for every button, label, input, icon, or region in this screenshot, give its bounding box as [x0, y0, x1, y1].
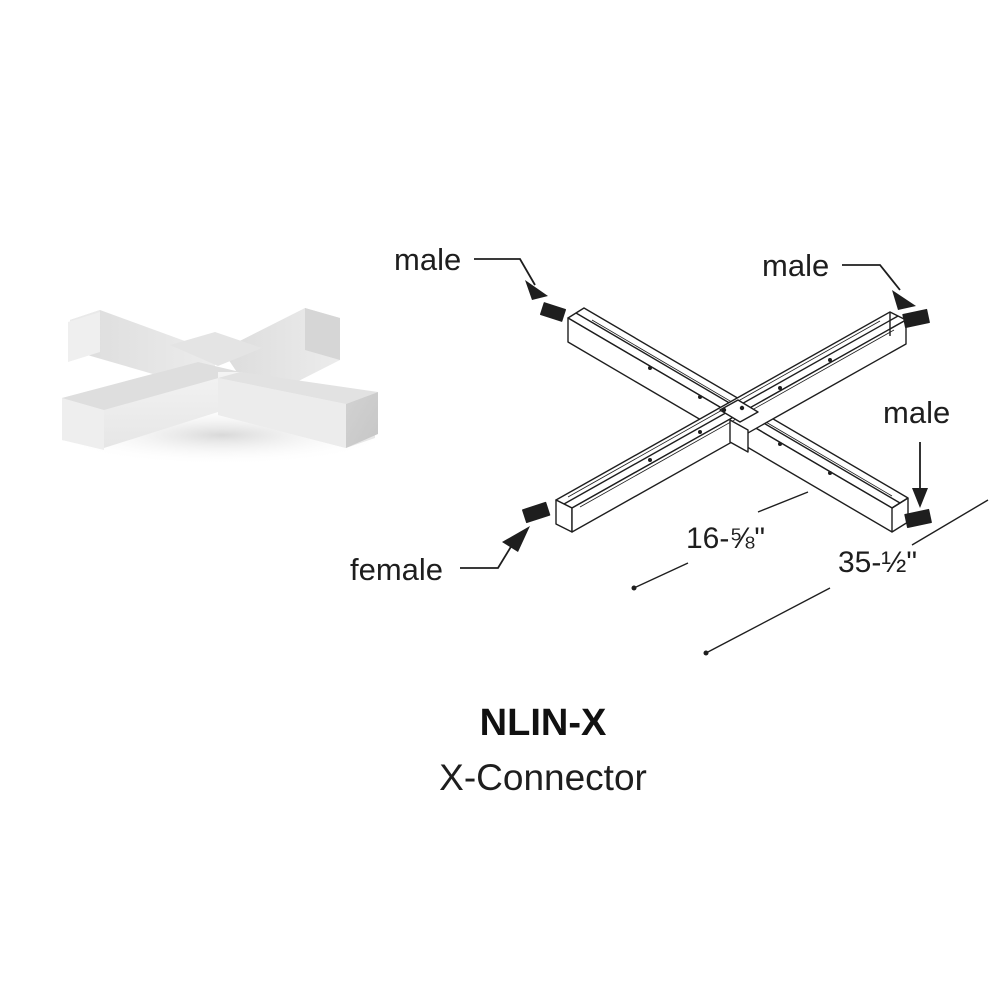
- connector-label-right: male: [883, 395, 950, 430]
- connector-label-bottom-left: female: [350, 552, 443, 587]
- dimension-overall-length: 35-½": [838, 546, 917, 579]
- model-number: NLIN-X: [480, 702, 607, 744]
- plug-top-right: [902, 308, 930, 329]
- plug-bottom-left: [522, 501, 551, 524]
- product-name: X-Connector: [439, 757, 647, 798]
- dimension-lines: [631, 491, 989, 656]
- product-photo: [52, 308, 392, 465]
- plug-top-left: [539, 302, 567, 322]
- plug-right: [904, 508, 932, 529]
- connector-label-top-right: male: [762, 248, 829, 283]
- connector-label-top-left: male: [394, 242, 461, 277]
- technical-drawing: [522, 302, 932, 533]
- dimension-arm-length: 16-⅝": [686, 522, 765, 555]
- callouts: [460, 258, 928, 569]
